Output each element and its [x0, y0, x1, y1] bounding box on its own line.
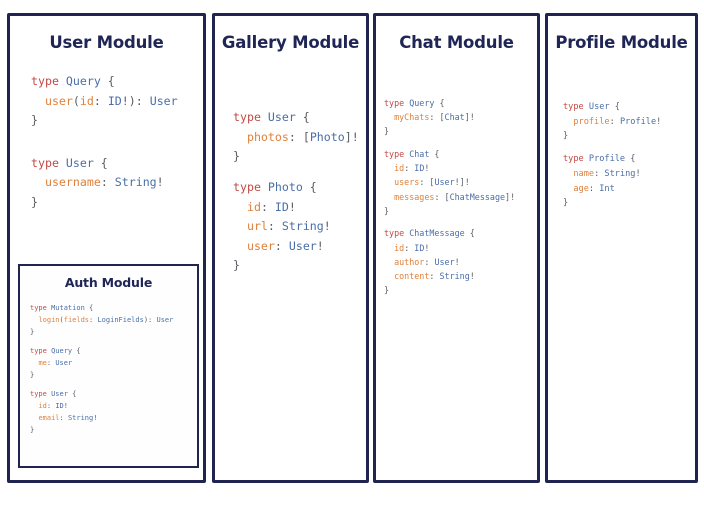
- code-blank-line: [30, 381, 197, 388]
- code-block-auth-module: type Mutation { login(fields: LoginField…: [30, 302, 197, 436]
- code-line: type User {: [31, 155, 108, 170]
- code-line: }: [30, 328, 35, 336]
- code-blank-line: [384, 139, 537, 147]
- code-line: login(fields: LoginFields): User: [38, 316, 174, 324]
- panel-gallery-module[interactable]: Gallery Module type User { photos: [Phot…: [212, 13, 369, 483]
- code-line: type Query {: [30, 347, 81, 355]
- code-blank-line: [563, 144, 695, 153]
- code-line: type Mutation {: [30, 304, 94, 312]
- code-block-user-module: type Query { user(id: ID!): User} type Us…: [31, 72, 203, 212]
- code-line: myChats: [Chat]!: [394, 112, 475, 123]
- code-line: url: String!: [246, 219, 331, 234]
- panel-title-user-module: User Module: [49, 33, 164, 52]
- code-line: type Profile {: [563, 154, 636, 165]
- code-line: me: User: [38, 359, 73, 367]
- code-line: type User {: [30, 390, 77, 398]
- code-line: type Photo {: [233, 180, 317, 195]
- code-line: }: [384, 285, 390, 296]
- code-line: }: [384, 205, 390, 216]
- panel-chat-module[interactable]: Chat Module type Query { myChats: [Chat]…: [373, 13, 540, 483]
- code-blank-line: [31, 142, 203, 154]
- code-line: type Query {: [31, 74, 115, 88]
- code-blank-line: [233, 167, 366, 179]
- code-line: }: [563, 198, 569, 209]
- code-line: id: ID!: [38, 402, 68, 410]
- panel-title-auth-module: Auth Module: [64, 275, 153, 290]
- code-line: type ChatMessage {: [384, 228, 475, 239]
- code-line: }: [233, 258, 240, 273]
- code-line: profile: Profile!: [573, 116, 662, 127]
- code-line: id: ID!: [394, 163, 430, 174]
- code-line: messages: [ChatMessage]!: [394, 191, 516, 202]
- code-line: }: [31, 194, 38, 209]
- panel-user-module[interactable]: User Module type Query { user(id: ID!): …: [7, 13, 206, 483]
- code-blank-line: [30, 338, 197, 345]
- code-line: photos: [Photo]!: [246, 129, 359, 144]
- code-line: id: ID!: [394, 242, 430, 253]
- code-line: type Chat {: [384, 149, 440, 159]
- code-line: id: ID!: [246, 199, 296, 214]
- code-line: }: [30, 371, 35, 379]
- panel-profile-module[interactable]: Profile Module type User { profile: Prof…: [545, 13, 698, 483]
- code-block-gallery-module: type User { photos: [Photo]!} type Photo …: [233, 108, 366, 276]
- panel-title-profile-module: Profile Module: [555, 33, 688, 52]
- code-block-chat-module: type Query { myChats: [Chat]!} type Chat …: [384, 96, 537, 297]
- panel-title-gallery-module: Gallery Module: [221, 33, 360, 52]
- code-line: age: Int: [573, 183, 615, 194]
- code-line: }: [31, 113, 38, 127]
- code-line: username: String!: [44, 175, 164, 190]
- code-line: type User {: [563, 102, 620, 112]
- code-block-profile-module: type User { profile: Profile!} type Profi…: [563, 100, 695, 211]
- code-line: email: String!: [38, 414, 98, 422]
- code-line: author: User!: [394, 256, 460, 267]
- code-line: name: String!: [573, 168, 641, 179]
- code-line: }: [30, 426, 35, 434]
- code-line: users: [User!]!: [394, 177, 470, 188]
- code-line: type User {: [233, 110, 310, 124]
- code-line: user: User!: [246, 238, 324, 253]
- code-line: user(id: ID!): User: [44, 93, 178, 108]
- code-line: }: [233, 149, 240, 163]
- code-blank-line: [384, 218, 537, 226]
- code-line: }: [563, 131, 569, 142]
- code-line: content: String!: [394, 271, 475, 282]
- code-line: }: [384, 126, 390, 137]
- code-line: type Query {: [384, 98, 445, 108]
- code-blank-line: [31, 131, 203, 143]
- panel-title-chat-module: Chat Module: [399, 33, 514, 52]
- panel-auth-module[interactable]: Auth Module type Mutation { login(fields…: [18, 264, 199, 468]
